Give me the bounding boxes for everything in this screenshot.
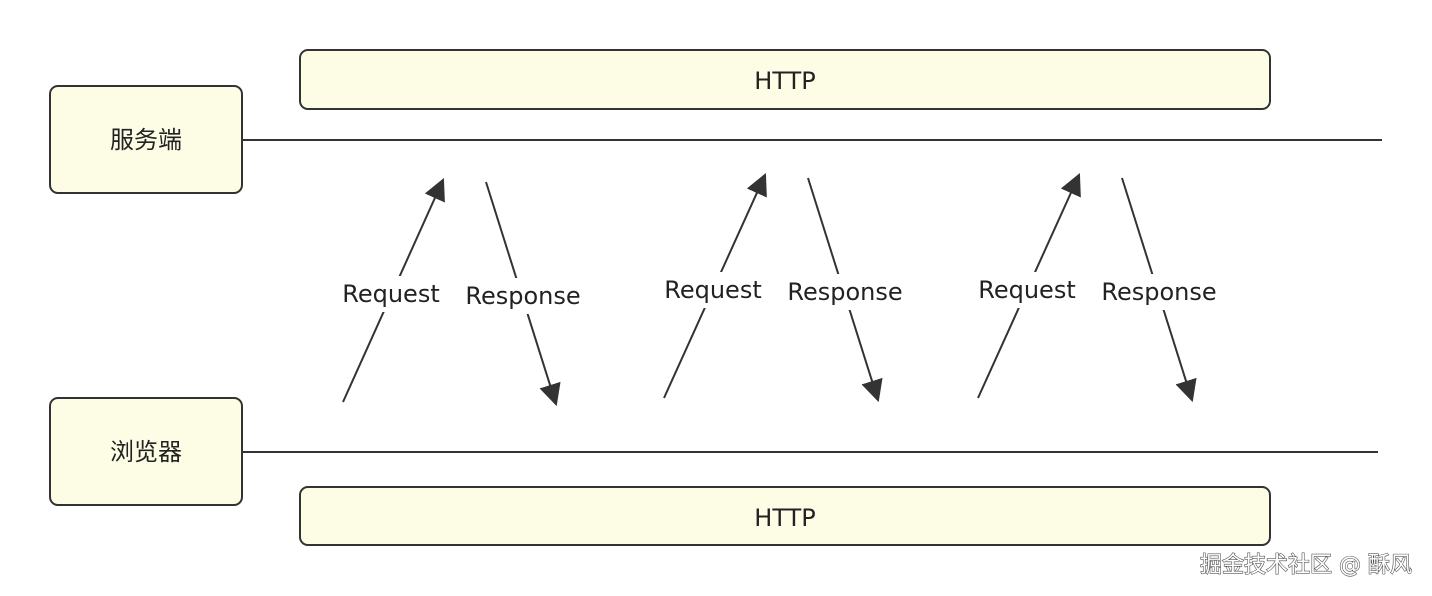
http-top-box xyxy=(299,49,1271,110)
browser-node: 浏览器 xyxy=(49,397,243,506)
browser-label: 浏览器 xyxy=(110,438,182,466)
http-bottom-box xyxy=(299,486,1271,546)
http-top-label: HTTP xyxy=(754,67,815,95)
request-label: Request xyxy=(664,276,762,304)
request-label: Request xyxy=(342,280,440,308)
response-label: Response xyxy=(465,282,580,310)
server-node: 服务端 xyxy=(49,85,243,194)
response-label-bg xyxy=(1096,274,1222,310)
request-label-bg xyxy=(972,272,1082,308)
request-label-bg xyxy=(336,276,446,312)
response-label-bg xyxy=(782,274,908,310)
http-bottom-node: HTTP xyxy=(299,486,1271,546)
http-top-node: HTTP xyxy=(299,49,1271,110)
request-label: Request xyxy=(978,276,1076,304)
http-bottom-label: HTTP xyxy=(754,504,815,532)
server-label: 服务端 xyxy=(110,126,182,154)
exchange-3: Request Response xyxy=(972,172,1222,403)
response-label-bg xyxy=(460,278,586,314)
watermark-text: 掘金技术社区 @ 酥风 xyxy=(1200,553,1412,578)
exchange-1: Request Response xyxy=(336,177,586,407)
response-label: Response xyxy=(1101,278,1216,306)
exchange-2: Request Response xyxy=(658,172,908,403)
request-label-bg xyxy=(658,272,768,308)
response-label: Response xyxy=(787,278,902,306)
